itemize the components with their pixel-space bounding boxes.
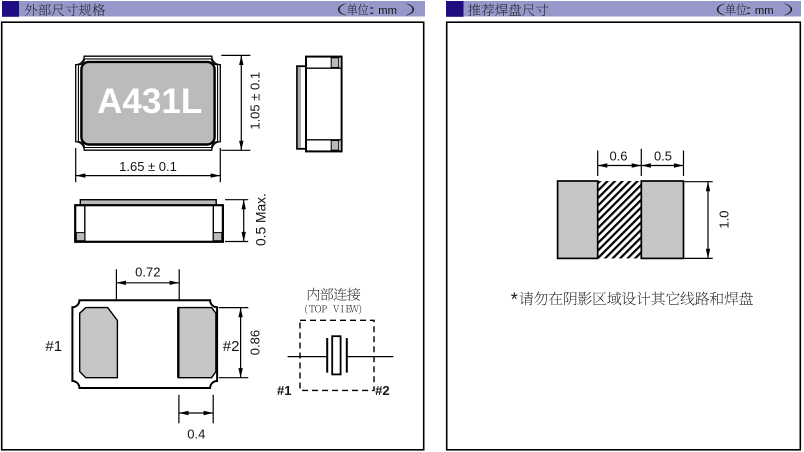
svg-text:0.6: 0.6 [609,148,627,163]
svg-text:0.86: 0.86 [248,330,263,355]
svg-text:0.5: 0.5 [654,148,672,163]
svg-text:*: * [511,290,518,310]
svg-text:1.05 ± 0.1: 1.05 ± 0.1 [248,72,263,130]
svg-text:0.4: 0.4 [187,427,205,442]
svg-text:mm: mm [755,5,774,17]
svg-text:A431L: A431L [97,82,202,121]
svg-text:#2: #2 [223,338,240,355]
svg-text:#2: #2 [375,383,389,398]
svg-text:mm: mm [378,5,397,17]
svg-text:1.65 ± 0.1: 1.65 ± 0.1 [119,159,177,174]
svg-text:1.0: 1.0 [717,211,732,229]
svg-text:#1: #1 [45,338,62,355]
svg-text:0.72: 0.72 [135,264,160,279]
svg-text:0.5 Max.: 0.5 Max. [253,193,268,246]
svg-text:#1: #1 [277,383,291,398]
